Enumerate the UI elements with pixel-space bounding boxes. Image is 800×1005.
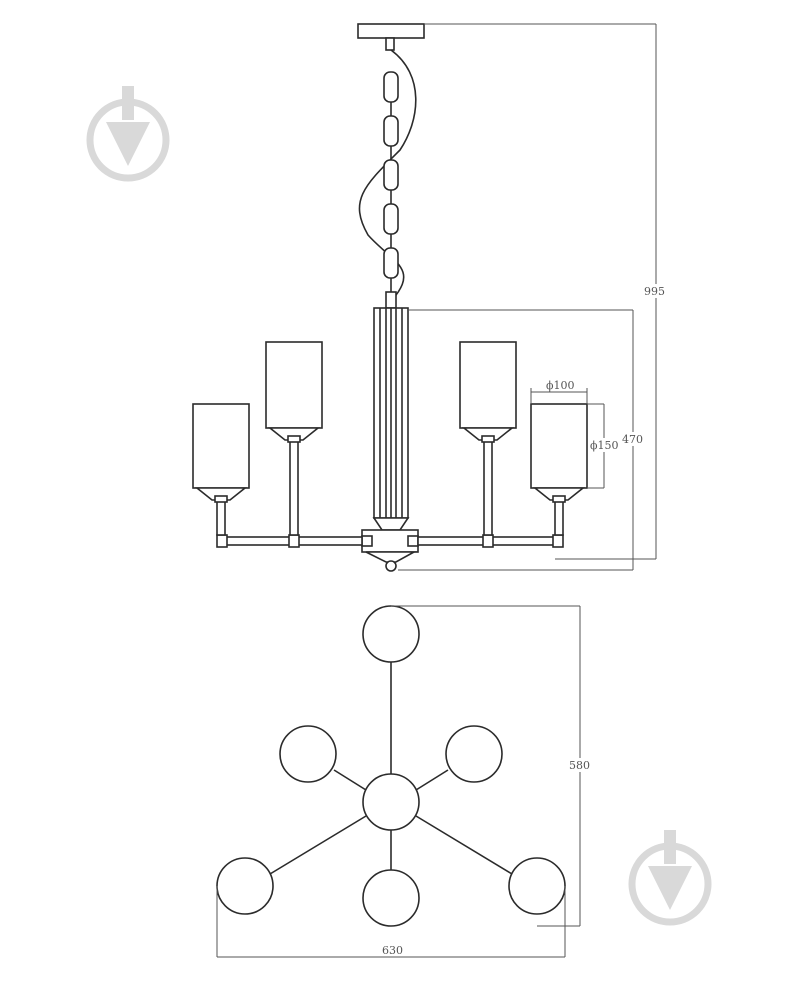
- dim-shade-diameter: ϕ100: [546, 379, 575, 392]
- top-view: [216, 605, 581, 958]
- central-body: [361, 307, 419, 572]
- watermark-icon-right: [628, 830, 712, 926]
- top-shade-top: [362, 605, 420, 663]
- ceiling-canopy: [357, 23, 425, 39]
- watermark-icon-left: [86, 86, 170, 182]
- top-shade-upper-left: [279, 725, 337, 783]
- lamp-outer-left: [192, 403, 250, 536]
- dim-top-width: 630: [382, 944, 403, 957]
- canopy-hook: [385, 37, 395, 51]
- side-view: [192, 23, 657, 572]
- top-shade-upper-right: [445, 725, 503, 783]
- dim-total-height: 995: [644, 285, 665, 298]
- top-shade-lower-right: [508, 857, 566, 915]
- lamp-outer-right: [530, 403, 588, 536]
- top-shade-lower-left: [216, 857, 274, 915]
- top-center-body: [362, 773, 420, 831]
- chain: [383, 71, 399, 309]
- dim-top-depth: 580: [569, 759, 590, 772]
- top-shade-bottom: [362, 869, 420, 927]
- dimension-lines-side: [398, 23, 657, 571]
- dim-shade-height: ϕ150: [590, 439, 619, 452]
- lamp-inner-left: [265, 341, 323, 536]
- dim-body-height: 470: [622, 433, 643, 446]
- lamp-inner-right: [459, 341, 517, 536]
